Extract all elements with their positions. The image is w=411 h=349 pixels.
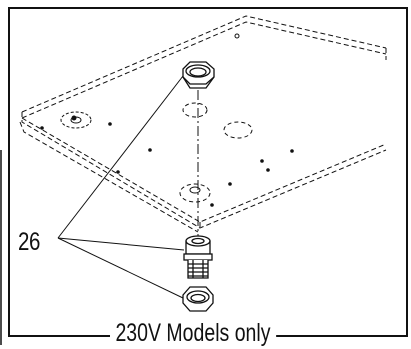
models-caption: 230V Models only (110, 320, 276, 347)
callout-number-26: 26 (18, 228, 40, 256)
diagram-frame (8, 7, 408, 337)
bottom-locknut (182, 286, 214, 312)
top-locknut (182, 61, 215, 89)
plate-features (40, 33, 294, 207)
callout-leaders (57, 75, 185, 299)
threaded-fitting (183, 235, 213, 279)
base-plate (19, 15, 387, 233)
